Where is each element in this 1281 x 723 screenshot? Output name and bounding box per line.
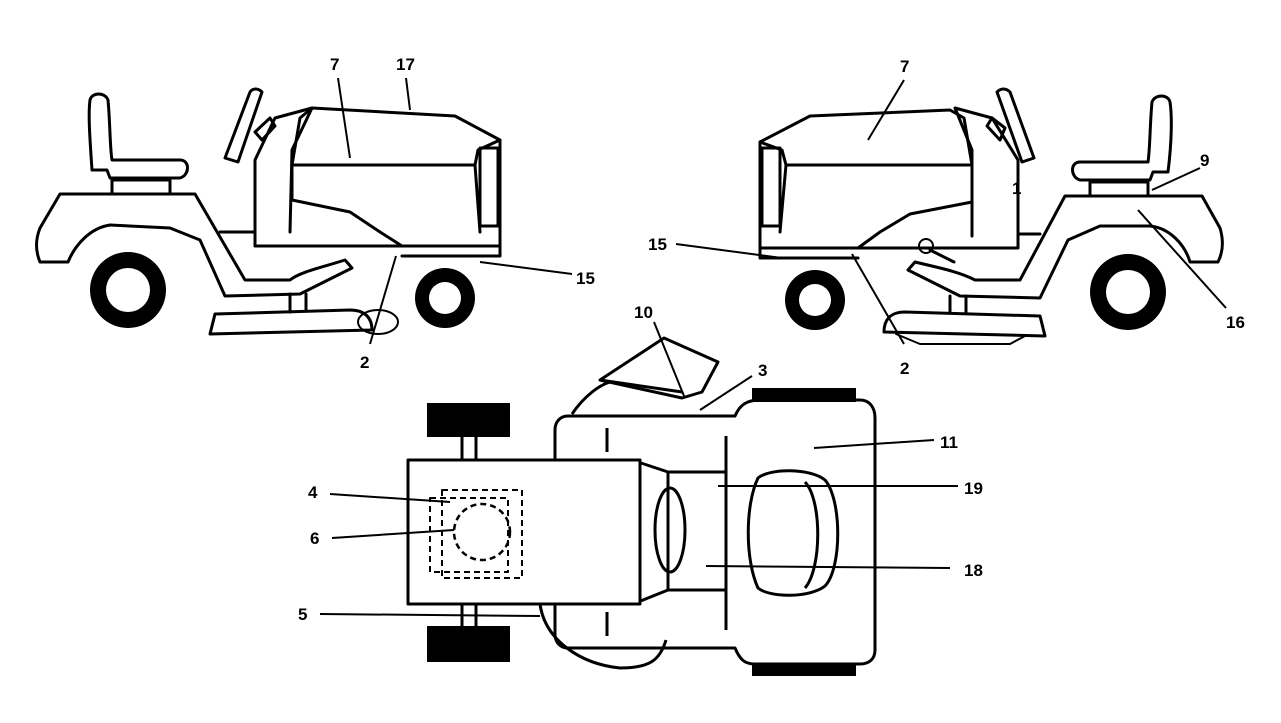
left-front-wheel-inner bbox=[429, 282, 461, 314]
left-mower-deck bbox=[208, 308, 374, 336]
right-deck-skirt bbox=[895, 333, 1026, 345]
top-mid-section bbox=[637, 460, 726, 604]
right-tractor-side-view bbox=[758, 87, 1224, 345]
top-mower-deck bbox=[538, 380, 668, 670]
leader-top-18 bbox=[705, 565, 951, 569]
right-tractor-leaders bbox=[675, 79, 1227, 345]
right-seat-back bbox=[1071, 94, 1173, 182]
right-seat-base bbox=[1088, 180, 1150, 198]
top-seat bbox=[746, 469, 840, 597]
callout-right-1: 1 bbox=[1012, 179, 1021, 198]
right-hood bbox=[758, 108, 974, 250]
top-hood bbox=[406, 458, 642, 606]
left-steering-column bbox=[253, 116, 277, 142]
leader-right-9 bbox=[1151, 167, 1201, 191]
top-rear-wheel-lower bbox=[752, 664, 856, 676]
callout-right-16: 16 bbox=[1226, 313, 1245, 332]
top-front-wheel-lower bbox=[427, 626, 510, 662]
leader-left-7 bbox=[337, 77, 351, 159]
left-steering-wheel bbox=[223, 87, 264, 164]
top-chute-mouth bbox=[599, 378, 683, 394]
top-front-axle-upper bbox=[460, 437, 478, 460]
top-steering-wheel bbox=[653, 486, 687, 574]
callout-top-3: 3 bbox=[758, 361, 767, 380]
left-dash bbox=[253, 106, 314, 234]
leader-top-4 bbox=[329, 493, 451, 503]
leader-top-3 bbox=[699, 375, 753, 411]
top-discharge-chute bbox=[598, 336, 720, 400]
top-rear-body bbox=[553, 398, 877, 666]
left-tractor-labels: 7 17 15 2 bbox=[330, 55, 595, 372]
right-lift-lever-knob bbox=[918, 238, 934, 254]
left-discharge-chute bbox=[357, 309, 399, 335]
leader-left-15 bbox=[479, 261, 573, 275]
leader-right-16 bbox=[1137, 209, 1227, 309]
left-fender bbox=[35, 192, 354, 298]
leader-left-2 bbox=[369, 255, 397, 345]
callout-top-6: 6 bbox=[310, 529, 319, 548]
callout-top-11: 11 bbox=[940, 433, 958, 452]
left-hood-lower bbox=[473, 163, 482, 234]
left-hood bbox=[290, 106, 502, 248]
right-mower-deck bbox=[882, 310, 1047, 338]
right-chassis bbox=[758, 232, 1042, 260]
top-view-leaders bbox=[319, 321, 958, 617]
callout-right-2: 2 bbox=[900, 359, 909, 378]
top-decal-4-outline-2 bbox=[441, 489, 523, 579]
top-seat-back bbox=[803, 480, 820, 589]
top-decal-6-outline bbox=[452, 502, 512, 562]
left-grille bbox=[478, 146, 500, 228]
callout-right-9: 9 bbox=[1200, 151, 1209, 170]
leader-right-2 bbox=[851, 253, 905, 345]
callout-top-4: 4 bbox=[308, 483, 318, 502]
right-lift-lever bbox=[928, 248, 956, 264]
right-hood-line bbox=[758, 140, 974, 167]
left-rear-wheel-inner bbox=[106, 268, 150, 312]
left-seat-base bbox=[110, 178, 172, 196]
right-deck-support bbox=[948, 294, 968, 314]
callout-left-15: 15 bbox=[576, 269, 595, 288]
leader-right-15 bbox=[675, 243, 783, 259]
leader-top-11 bbox=[813, 439, 935, 449]
callout-right-15: 15 bbox=[648, 235, 667, 254]
left-deck-support bbox=[288, 292, 308, 314]
left-chassis bbox=[218, 230, 502, 258]
right-rear-wheel-inner bbox=[1106, 270, 1150, 314]
left-tractor-leaders bbox=[337, 77, 573, 345]
right-steering-wheel bbox=[995, 87, 1036, 164]
callout-left-2: 2 bbox=[360, 353, 369, 372]
callout-top-10: 10 bbox=[634, 303, 653, 322]
leader-right-7 bbox=[867, 79, 905, 141]
callout-top-5: 5 bbox=[298, 605, 307, 624]
callout-left-17: 17 bbox=[396, 55, 415, 74]
leader-top-10 bbox=[653, 321, 685, 397]
right-tractor-labels: 7 9 1 15 16 2 bbox=[648, 57, 1245, 378]
right-grille bbox=[760, 146, 782, 228]
callout-left-7: 7 bbox=[330, 55, 339, 74]
left-tractor-side-view bbox=[35, 87, 502, 336]
top-decal-4-outline bbox=[429, 497, 509, 573]
leader-top-6 bbox=[331, 529, 455, 539]
top-view bbox=[406, 336, 877, 676]
left-hood-line bbox=[290, 138, 502, 167]
callout-top-19: 19 bbox=[964, 479, 983, 498]
leader-top-5 bbox=[319, 613, 541, 617]
right-hood-lower bbox=[778, 163, 788, 234]
right-front-wheel-inner bbox=[799, 284, 831, 316]
callout-top-18: 18 bbox=[964, 561, 983, 580]
leader-left-17 bbox=[405, 77, 411, 111]
top-view-labels: 10 3 11 19 4 6 18 5 bbox=[298, 303, 983, 624]
top-front-wheel-upper bbox=[427, 403, 510, 437]
left-seat-back bbox=[87, 92, 189, 180]
callout-right-7: 7 bbox=[900, 57, 909, 76]
